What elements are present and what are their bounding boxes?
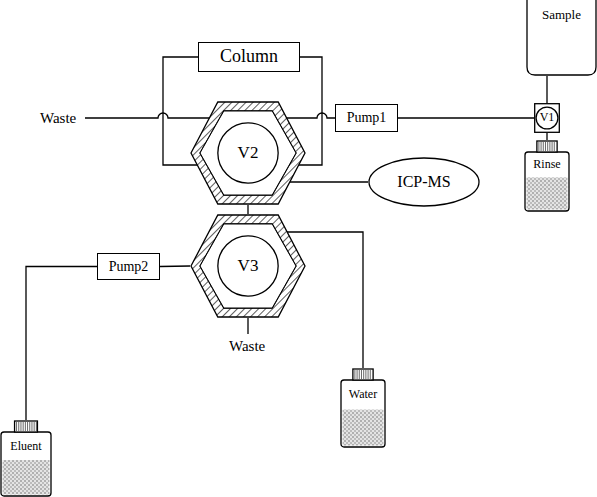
bottle-body (341, 380, 385, 447)
cap-rib (543, 142, 544, 151)
cap-rib (554, 142, 555, 151)
container-outline (527, 0, 596, 75)
cap-rib (357, 370, 358, 379)
valve-body (200, 224, 296, 308)
pump-box: Pump2 (97, 253, 160, 280)
bottle-cap (353, 369, 373, 380)
node-text: Pump2 (109, 259, 149, 274)
reagent-bottle-outline (340, 368, 386, 448)
cap-rib (29, 422, 30, 431)
cap-rib (36, 422, 37, 431)
cap-rib (34, 422, 35, 431)
node-text: Water (349, 388, 377, 401)
node-text: Rinse (533, 158, 560, 171)
tubing-line (26, 267, 97, 421)
reagent-bottle: Eluent (0, 420, 52, 497)
valve-ring (191, 102, 305, 204)
valve-hexagon: V3 (190, 214, 306, 318)
bottle-liquid (527, 177, 568, 209)
waste-label: Waste (229, 338, 265, 355)
cap-rib (363, 370, 364, 379)
cap-rib (23, 422, 24, 431)
cap-rib (370, 370, 371, 379)
cap-rib (552, 142, 553, 151)
cap-rib (25, 422, 26, 431)
node-text: V2 (238, 144, 259, 163)
cap-rib (20, 422, 21, 431)
cap-rib (359, 370, 360, 379)
tubing-line (290, 181, 368, 182)
waste-line (85, 113, 210, 118)
cap-rib (31, 422, 32, 431)
valve-symbol: V1 (534, 103, 560, 133)
node-text: Sample (542, 8, 581, 22)
waste-label: Waste (40, 110, 76, 127)
sample-container: Sample (526, 0, 597, 76)
node-text: Pump1 (347, 110, 387, 125)
bottle-cap (15, 421, 38, 432)
cap-rib (354, 370, 355, 379)
bottle-liquid (3, 460, 50, 494)
node-text: ICP-MS (397, 173, 450, 191)
valve-rotor (536, 107, 558, 129)
tubing-line (546, 76, 547, 103)
detector-outline (369, 158, 479, 206)
tubing-line (160, 265, 190, 267)
tubing-line (286, 113, 335, 118)
bottle-body (525, 152, 569, 211)
tubing-line (546, 133, 547, 140)
valve-rotor (218, 236, 278, 296)
bottle-liquid (343, 410, 384, 446)
reagent-bottle-outline (524, 140, 570, 212)
node-text: V3 (238, 257, 259, 276)
node-text: Column (220, 47, 278, 67)
valve-body (200, 111, 296, 195)
detector-ellipse: ICP-MS (368, 157, 480, 207)
valve-rotor (218, 123, 278, 183)
cap-rib (538, 142, 539, 151)
valve-housing (535, 104, 560, 133)
bottle-cap (537, 141, 557, 152)
valve-hexagon: V2 (190, 101, 306, 205)
cap-rib (545, 142, 546, 151)
reagent-bottle-outline (0, 420, 52, 497)
bottle-body (1, 432, 51, 496)
node-text: Eluent (10, 440, 41, 453)
cap-rib (27, 422, 28, 431)
waste-line (247, 318, 248, 334)
column-box: Column (198, 42, 300, 72)
cap-rib (549, 142, 550, 151)
tubing-line (247, 205, 248, 214)
cap-rib (361, 370, 362, 379)
cap-rib (547, 142, 548, 151)
reagent-bottle: Water (340, 368, 386, 448)
cap-rib (18, 422, 19, 431)
tubing-line (398, 117, 534, 118)
pump-box: Pump1 (335, 104, 398, 132)
reagent-bottle: Rinse (524, 140, 570, 212)
valve-ring (191, 215, 305, 317)
node-text: V1 (540, 111, 555, 124)
cap-rib (368, 370, 369, 379)
cap-rib (16, 422, 17, 431)
cap-rib (365, 370, 366, 379)
cap-rib (541, 142, 542, 151)
